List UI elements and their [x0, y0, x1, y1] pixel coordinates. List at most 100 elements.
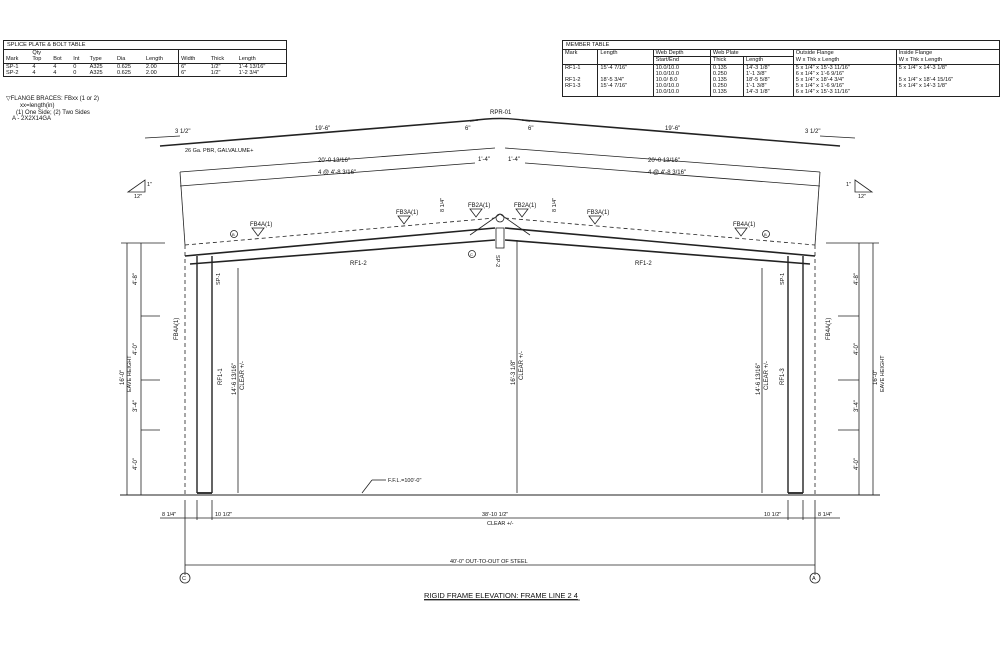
clear-height-right: 14'-6 13/16"	[756, 363, 762, 395]
cell: 0.250	[709, 83, 744, 90]
table-row: SP-2 4 4 0 A325 0.625 2.00 6" 1/2" 1'-2 …	[4, 69, 286, 77]
cell: 0.135	[709, 77, 744, 84]
note-line: FLANGE BRACES: FBxx (1 or 2)	[10, 96, 99, 102]
splice-right-label: SP-1	[780, 273, 786, 285]
cell: 1'-1 3/8"	[743, 70, 794, 78]
cell: 1/2"	[210, 63, 221, 70]
col-plate-length: Length	[743, 56, 794, 65]
cell: 0.135	[709, 64, 744, 71]
flange-brace-notes: ▽FLANGE BRACES: FBxx (1 or 2) xx=length(…	[6, 96, 99, 123]
cell: 1'-4 13/16"	[238, 63, 266, 70]
brace-triangle-icon: ▽	[6, 96, 11, 102]
dim-line	[504, 147, 821, 173]
eave-label-left: EAVE HEIGHT	[127, 355, 133, 392]
purlin-spacing-left: 4 @ 4'-8 3/16"	[318, 170, 356, 176]
cell: 10.0/10.0	[652, 83, 711, 90]
grid-circle-left-label: B	[232, 232, 235, 237]
right-dim-3: 3'-4"	[854, 400, 860, 412]
cell: 5 x 1/4" x 14'-3 1/8"	[895, 83, 999, 90]
roof-panel-note: 26 Ga. PBR, GALVALUME+	[185, 148, 253, 154]
depth-left: 8 1/4"	[440, 198, 446, 212]
cell: 6 x 1/4" x 1'-6 9/16"	[792, 70, 897, 78]
right-height-dims	[826, 242, 879, 495]
col-bot: Bot	[53, 56, 62, 63]
grid-circle-right	[762, 230, 770, 238]
brace-label-fb4a-right: FB4A(1)	[733, 222, 755, 228]
clear-label-left: CLEAR +/-	[240, 361, 246, 390]
overall-width-dim: 40'-0" OUT-TO-OUT OF STEEL	[450, 559, 528, 565]
col-width: Width	[178, 56, 209, 64]
bottom-dim-left-outer: 8 1/4"	[162, 512, 176, 518]
eave-height-right: 16'-0"	[873, 370, 879, 385]
brace-triangle-icon	[397, 215, 411, 225]
cell: 15'-4 7/16"	[597, 64, 654, 71]
note-line: A - 2X2X14GA	[12, 116, 52, 123]
col-start-end: Start/End	[652, 56, 711, 65]
ridge-splice-plate	[495, 227, 505, 249]
grid-bubble-left-label: C	[182, 576, 186, 582]
clear-label-center: CLEAR +/-	[519, 351, 525, 380]
extension-line	[179, 171, 186, 246]
col-top: Top	[32, 56, 42, 63]
cell: 2.00	[145, 63, 157, 70]
cell	[895, 70, 999, 78]
splice-plate-table: SPLICE PLATE & BOLT TABLE Qty Mark Top B…	[3, 40, 287, 78]
table-row: RF1-2 18'-5 3/4" 10.0/ 8.0 0.135 18'-5 5…	[563, 77, 999, 84]
grid-bubble-right-label: A	[812, 576, 816, 582]
left-dim-4: 4'-0"	[133, 458, 139, 470]
cell: 15'-4 7/16"	[597, 83, 654, 90]
slope-rise-right: 1"	[846, 182, 851, 188]
rafter-left-label: RF1-2	[350, 261, 367, 267]
col-mark: Mark	[6, 56, 19, 63]
column-right	[787, 245, 816, 495]
cell: 6 x 1/4" x 15'-3 11/16"	[792, 89, 897, 96]
grid-circle-left	[230, 230, 238, 238]
roof-panel-left	[159, 119, 479, 147]
col-web-depth: Web Depth	[652, 50, 711, 58]
cell: 0	[73, 63, 77, 70]
dim-line	[524, 162, 821, 187]
cell: A325	[89, 63, 103, 70]
cell: 2.00	[145, 69, 157, 76]
drawing-title: RIGID FRAME ELEVATION: FRAME LINE 2 4	[424, 591, 578, 600]
slope-run-left: 12"	[134, 194, 142, 200]
table-row: SP-1 4 4 0 A325 0.625 2.00 6" 1/2" 1'-4 …	[4, 63, 286, 70]
member-table-title: MEMBER TABLE	[563, 41, 999, 51]
splice-ridge-label: SP-2	[494, 255, 500, 267]
brace-triangle-icon	[588, 215, 602, 225]
ridge-offset-right: 1'-4"	[508, 157, 520, 163]
col-plate-length: Length	[238, 56, 256, 63]
col-length: Length	[145, 56, 164, 63]
panel-length-right: 19'-6"	[665, 126, 680, 132]
cell: RF1-2	[565, 77, 581, 84]
col-outside-flange: Outside Flange	[792, 50, 897, 57]
cell: 10.0/10.0	[652, 70, 711, 78]
cell: 5 x 1/4" x 15'-3 11/16"	[792, 64, 897, 71]
cell: 4	[32, 63, 36, 70]
left-height-dims	[121, 242, 165, 495]
cell: 6"	[178, 63, 209, 70]
cell: 0.625	[117, 63, 132, 70]
brace-label-col-right: FB4A(1)	[826, 318, 832, 340]
brace-triangle-icon	[251, 227, 265, 237]
col-dia: Dia	[117, 56, 126, 63]
ridge-brace	[469, 213, 501, 236]
purlin-spacing-right: 4 @ 4'-8 3/16"	[648, 170, 686, 176]
cell: 14'-3 1/8"	[743, 64, 794, 71]
clear-height-center: 16'-3 1/8"	[511, 360, 517, 385]
brace-label-fb4a-left: FB4A(1)	[250, 222, 272, 228]
brace-triangle-icon	[469, 208, 483, 218]
brace-label-fb3a-right: FB3A(1)	[587, 210, 609, 216]
cell: 0	[73, 69, 77, 76]
ridge-gap-left: 6"	[465, 126, 470, 132]
brace-label-fb2a-right: FB2A(1)	[514, 203, 536, 209]
cell: 0.250	[709, 70, 744, 78]
cell: 18'-5 5/8"	[743, 77, 794, 84]
eave-height-left: 16'-0"	[120, 370, 126, 385]
table-row: RF1-1 15'-4 7/16" 10.0/10.0 0.135 14'-3 …	[563, 64, 999, 71]
note-line: (1) One Side; (2) Two Sides	[16, 109, 90, 116]
splice-left-label: SP-1	[216, 273, 222, 285]
bottom-dim-right-outer: 8 1/4"	[818, 512, 832, 518]
cell: 18'-5 3/4"	[597, 77, 654, 84]
col-inside-flange: Inside Flange	[895, 50, 999, 57]
